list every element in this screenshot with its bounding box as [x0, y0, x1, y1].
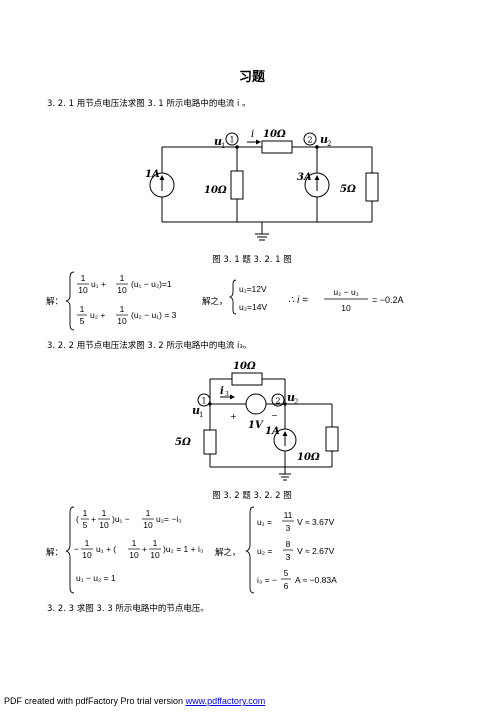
res-middle-label: 10Ω: [204, 185, 227, 196]
footer-link[interactable]: www.pdffactory.com: [185, 696, 266, 706]
problem-3-2-1-text: 3. 2. 1 用节点电压法求图 3. 1 所示电路中的电流 i 。: [47, 99, 251, 109]
res-right-label: 5Ω: [340, 184, 356, 195]
circuit-diagram-3-2: 10Ω 1 2 u 1 u 2 i 3 + − 1V 1A 5Ω 10Ω: [175, 361, 339, 481]
r3-num: 5: [284, 568, 289, 578]
eq1-d2: 10: [99, 520, 109, 530]
res-top-label: 10Ω: [233, 361, 256, 372]
eq3: u₁ − u₂ = 1: [76, 573, 116, 583]
pdf-footer: PDF created with pdfFactory Pro trial ve…: [4, 696, 265, 706]
eq1-den1: 10: [78, 285, 88, 295]
r1-den: 3: [286, 523, 291, 533]
eq1-den2: 10: [117, 285, 127, 295]
frac-den: 10: [341, 303, 351, 313]
result-i: = −0.2A: [372, 295, 404, 305]
eq2-mid: u₂ +: [90, 310, 105, 320]
r2-lhs: u₂ =: [257, 546, 272, 556]
eq1-d3: 10: [143, 520, 153, 530]
eq2-num1: 1: [80, 304, 85, 314]
current-i3-sub: 3: [225, 391, 229, 398]
eq2-tail: (u₂ − u₁) = 3: [131, 310, 177, 320]
res-right-label: 10Ω: [297, 452, 320, 463]
node-1-label: u: [192, 404, 200, 417]
eq2-mid: u₁ + (: [96, 544, 116, 554]
eq1-d1: 5: [83, 520, 88, 530]
eq2-den1: 5: [80, 316, 85, 326]
eq1-num1: 1: [81, 273, 86, 283]
eq2-n3: 1: [153, 538, 158, 548]
node-2-label: u: [287, 391, 295, 404]
eq2-minus: −: [74, 544, 79, 554]
current-i-label: i: [251, 129, 254, 140]
source-right-label: 3A: [297, 172, 312, 183]
r2-tail: V ≈ 2.67V: [297, 546, 335, 556]
figure-3-2-caption: 图 3. 2 题 3. 2. 2 图: [212, 491, 292, 501]
result-u1: u₁=12V: [239, 284, 267, 294]
footer-text: PDF created with pdfFactory Pro trial ve…: [4, 696, 186, 706]
plus-sign: +: [230, 412, 237, 421]
eq1-n2: 1: [102, 508, 107, 518]
eq2-tail: )u₂ = 1 + i₃: [163, 544, 203, 554]
r3-lhs: i₃ = −: [257, 575, 277, 585]
source-mid-label: 1V: [248, 420, 264, 431]
jiezhi-label: 解之，: [202, 296, 228, 306]
node-1-number: 1: [201, 397, 206, 406]
eq2-d3: 10: [150, 550, 160, 560]
r1-lhs: u₁ =: [257, 517, 272, 527]
eq2-n2: 1: [132, 538, 137, 548]
eq1-tail: (u₁ − u₂)=1: [131, 279, 172, 289]
eq1-tail: u₂= −i₃: [156, 514, 182, 524]
jiezhi-label: 解之，: [215, 547, 241, 557]
r3-tail: A ≈ −0.83A: [295, 575, 337, 585]
eq2-plus: +: [142, 544, 147, 554]
eq1-mid: u₁ +: [91, 279, 106, 289]
node-2-sub: 2: [294, 398, 298, 406]
node-2-sub: 2: [327, 140, 331, 148]
current-i3-label: i: [220, 386, 224, 397]
problem-3-2-3-text: 3. 2. 3 求图 3. 3 所示电路中的节点电压。: [47, 604, 209, 614]
eq2-den2: 10: [117, 316, 127, 326]
figure-3-1-caption: 图 3. 1 题 3. 2. 1 图: [212, 255, 292, 265]
r1-num: 11: [284, 510, 293, 520]
frac-num: u₂ − u₁: [333, 287, 358, 297]
page-title: 习题: [238, 70, 265, 85]
result-u2: u₂=14V: [239, 302, 267, 312]
source-left-label: 1A: [145, 169, 160, 180]
eq2-n1: 1: [85, 538, 90, 548]
eq1-n3: 1: [146, 508, 151, 518]
node-1-sub: 1: [199, 411, 203, 419]
res-top-label: 10Ω: [263, 129, 286, 140]
solution-3-2-2: 解： ( 1 5 + 1 10 )u₁ − 1 10 u₂= −i₃ − 1 1…: [46, 506, 337, 594]
res-left-label: 5Ω: [175, 437, 191, 448]
node-2-number: 2: [275, 397, 280, 406]
eq1-mid: )u₁ −: [112, 514, 130, 524]
jie-label: 解：: [46, 547, 63, 557]
eq1-plus: +: [91, 514, 96, 524]
r2-num: 8: [286, 539, 291, 549]
eq2-d2: 10: [129, 550, 139, 560]
node-1-number: 1: [229, 136, 234, 145]
eq2-d1: 10: [82, 550, 92, 560]
circuit-diagram-3-1: 1 2 u 1 u 2 i 10Ω 1A 10Ω 3A 5Ω: [145, 129, 379, 241]
eq1-open: (: [76, 514, 79, 524]
therefore-i: ∴ i =: [288, 295, 308, 306]
eq1-n1: 1: [83, 508, 88, 518]
node-1-sub: 1: [221, 142, 225, 150]
jie-label: 解：: [46, 296, 63, 306]
eq2-num2: 1: [120, 304, 125, 314]
r3-den: 6: [284, 581, 289, 591]
minus-sign: −: [271, 411, 278, 420]
node-2-number: 2: [307, 136, 312, 145]
node-2-label: u: [320, 133, 328, 146]
node-1-label: u: [214, 135, 222, 148]
eq1-num2: 1: [120, 273, 125, 283]
r1-tail: V ≈ 3.67V: [297, 517, 335, 527]
r2-den: 3: [286, 552, 291, 562]
solution-3-2-1: 解： 1 10 u₁ + 1 10 (u₁ − u₂)=1 1 5 u₂ + 1…: [46, 271, 404, 331]
problem-3-2-2-text: 3. 2. 2 用节点电压法求图 3. 2 所示电路中的电流 i₃。: [47, 341, 252, 351]
source-cur-label: 1A: [265, 426, 280, 437]
